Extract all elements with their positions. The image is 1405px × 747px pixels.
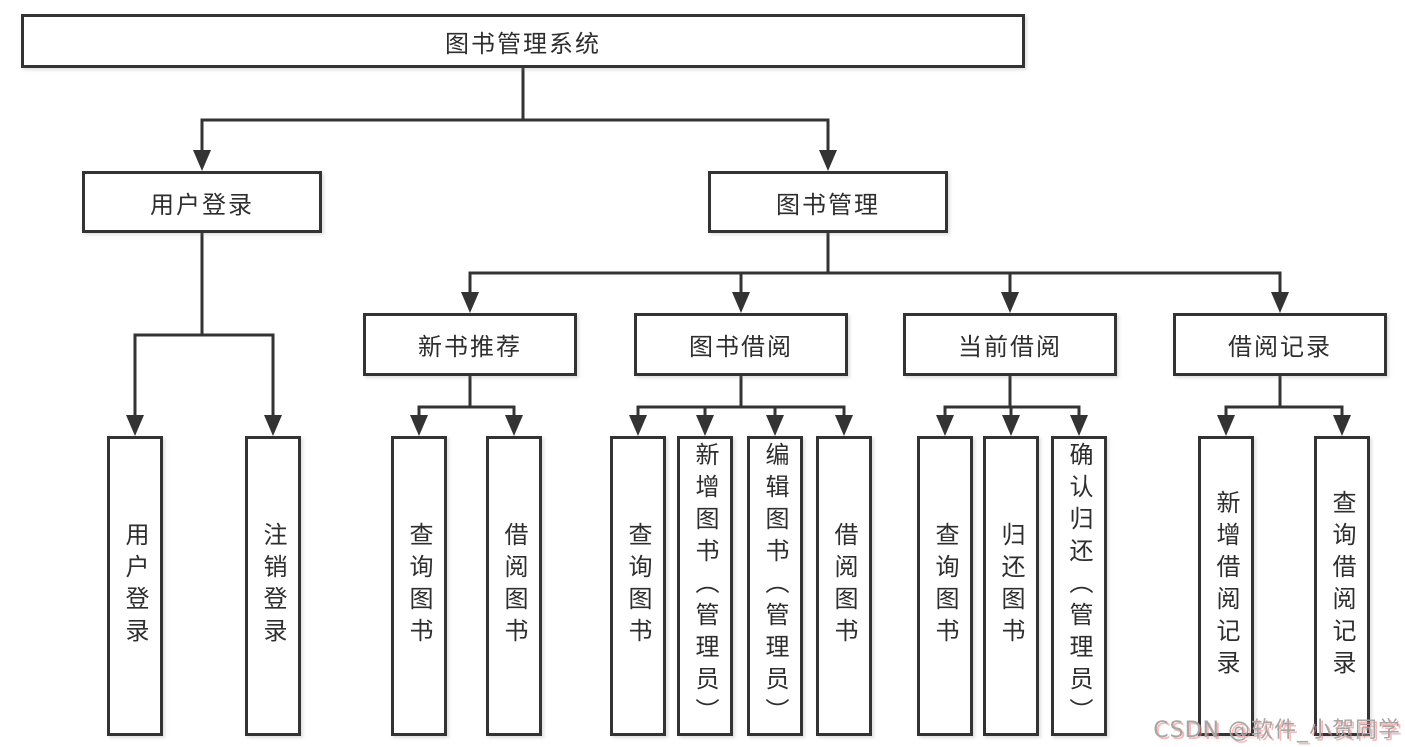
node-new-book-recommend: 新书推荐: [363, 313, 577, 376]
node-current-borrowing: 当前借阅: [903, 313, 1117, 376]
leaf-query-books-borrowing: 查询图书: [610, 436, 666, 736]
node-user-login: 用户登录: [82, 171, 322, 233]
node-book-borrowing: 图书借阅: [634, 313, 848, 376]
leaf-add-borrow-record: 新增借阅记录: [1198, 436, 1254, 736]
leaf-query-books-current: 查询图书: [917, 436, 973, 736]
leaf-confirm-return-admin: 确认归还（管理员）: [1051, 436, 1107, 736]
connector-root-to-level2: [193, 66, 837, 171]
leaf-borrow-books-recommend: 借阅图书: [486, 436, 542, 736]
node-book-management: 图书管理: [708, 171, 948, 233]
watermark: CSDN @软件_小贺同学: [1153, 718, 1401, 743]
leaf-query-books-recommend: 查询图书: [391, 436, 447, 736]
connector-book-borrowing-children: [629, 374, 853, 436]
connector-borrowing-records-children: [1217, 374, 1351, 436]
leaf-logout: 注销登录: [245, 436, 301, 736]
leaf-user-login: 用户登录: [107, 436, 163, 736]
connector-current-borrowing-children: [936, 374, 1088, 436]
node-library-system: 图书管理系统: [21, 14, 1025, 68]
connector-user-login-children: [126, 231, 282, 436]
leaf-query-borrow-record: 查询借阅记录: [1314, 436, 1370, 736]
connector-new-book-recommend-children: [410, 374, 523, 436]
node-borrowing-records: 借阅记录: [1173, 313, 1387, 376]
connector-book-management-children: [461, 231, 1289, 313]
leaf-borrow-books: 借阅图书: [816, 436, 872, 736]
leaf-return-books: 归还图书: [983, 436, 1039, 736]
leaf-edit-books-admin: 编辑图书（管理员）: [747, 436, 803, 736]
leaf-add-books-admin: 新增图书（管理员）: [677, 436, 733, 736]
